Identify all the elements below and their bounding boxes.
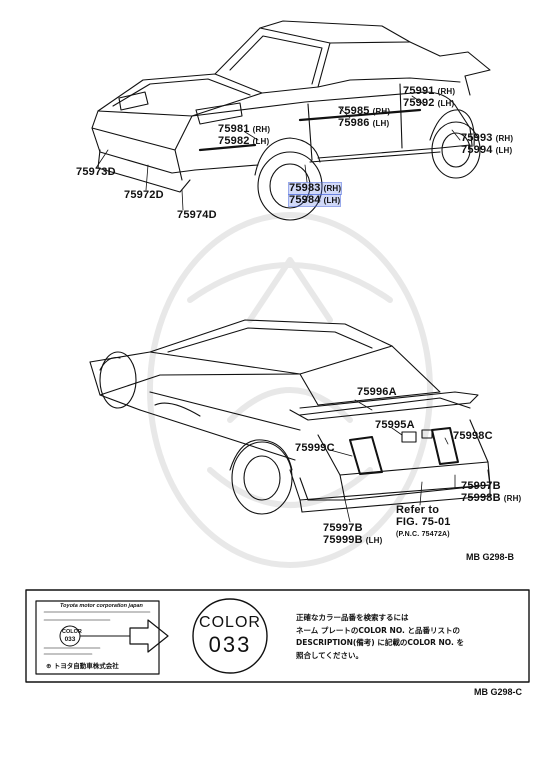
part-label-75992-lh[interactable]: 75992(LH) [403, 97, 455, 109]
upper-car-outline [91, 20, 491, 221]
color-badge-label: COLOR [199, 614, 261, 631]
part-label-75981-rh[interactable]: 75981(RH) [218, 123, 271, 135]
toyota-logo-icon: ⊕ [46, 662, 54, 670]
plate-header-text: Toyota motor corporation japan [60, 603, 143, 609]
part-label-75973d[interactable]: 75973D [76, 166, 116, 178]
instruction-line: 正確なカラー品番を検索するには [296, 613, 409, 622]
watermark-emblem [147, 212, 433, 568]
color-box-frame [25, 589, 530, 683]
refer-note-line1: Refer to [396, 504, 440, 516]
part-label-75985-rh[interactable]: 75985(RH) [338, 105, 391, 117]
part-label-75996a[interactable]: 75996A [357, 386, 397, 398]
part-label-75986-lh[interactable]: 75986(LH) [338, 117, 390, 129]
part-label-75994-lh[interactable]: 75994(LH) [461, 144, 513, 156]
plate-color-value: 033 [64, 636, 76, 643]
part-label-75998c[interactable]: 75998C [453, 430, 493, 442]
part-label-75997b-rh[interactable]: 75997B [461, 480, 501, 492]
part-label-75991-rh[interactable]: 75991(RH) [403, 85, 456, 97]
instruction-line: 照合してください。 [296, 650, 364, 660]
part-label-75999c[interactable]: 75999C [295, 442, 335, 454]
part-label-75972d[interactable]: 75972D [124, 189, 164, 201]
part-label-75984-lh-highlighted[interactable]: 75984(LH) [287, 194, 342, 207]
refer-note-fig-link[interactable]: FIG. 75-01 [396, 516, 451, 528]
instruction-line: DESCRIPTION(備考) に記載のCOLOR NO. を [296, 638, 464, 647]
part-label-75993-rh[interactable]: 75993(RH) [461, 132, 514, 144]
figure-code-upper: MB G298-B [466, 552, 515, 562]
part-label-75995a[interactable]: 75995A [375, 419, 415, 431]
lower-car-outline [89, 319, 491, 523]
color-badge-value: 033 [208, 632, 252, 657]
part-label-75998b-rh[interactable]: 75998B(RH) [461, 492, 522, 504]
part-label-75997b-lh[interactable]: 75997B [323, 522, 363, 534]
part-label-75983-rh-highlighted[interactable]: 75983(RH) [287, 182, 343, 195]
refer-note-pnc: (P.N.C. 75472A) [396, 531, 450, 538]
plate-color-label: COLOR [62, 629, 82, 635]
part-label-75982-lh[interactable]: 75982(LH) [218, 135, 270, 147]
part-label-75974d[interactable]: 75974D [177, 209, 217, 221]
instruction-line: ネーム プレートのCOLOR NO. と品番リストの [296, 625, 460, 635]
figure-code-lower: MB G298-C [474, 687, 523, 697]
color-search-instructions: 正確なカラー品番を検索するには ネーム プレートのCOLOR NO. と品番リス… [296, 612, 526, 662]
plate-footer-text: ⊕ トヨタ自動車株式会社 [46, 662, 119, 670]
part-label-75999b-lh[interactable]: 75999B(LH) [323, 534, 383, 546]
